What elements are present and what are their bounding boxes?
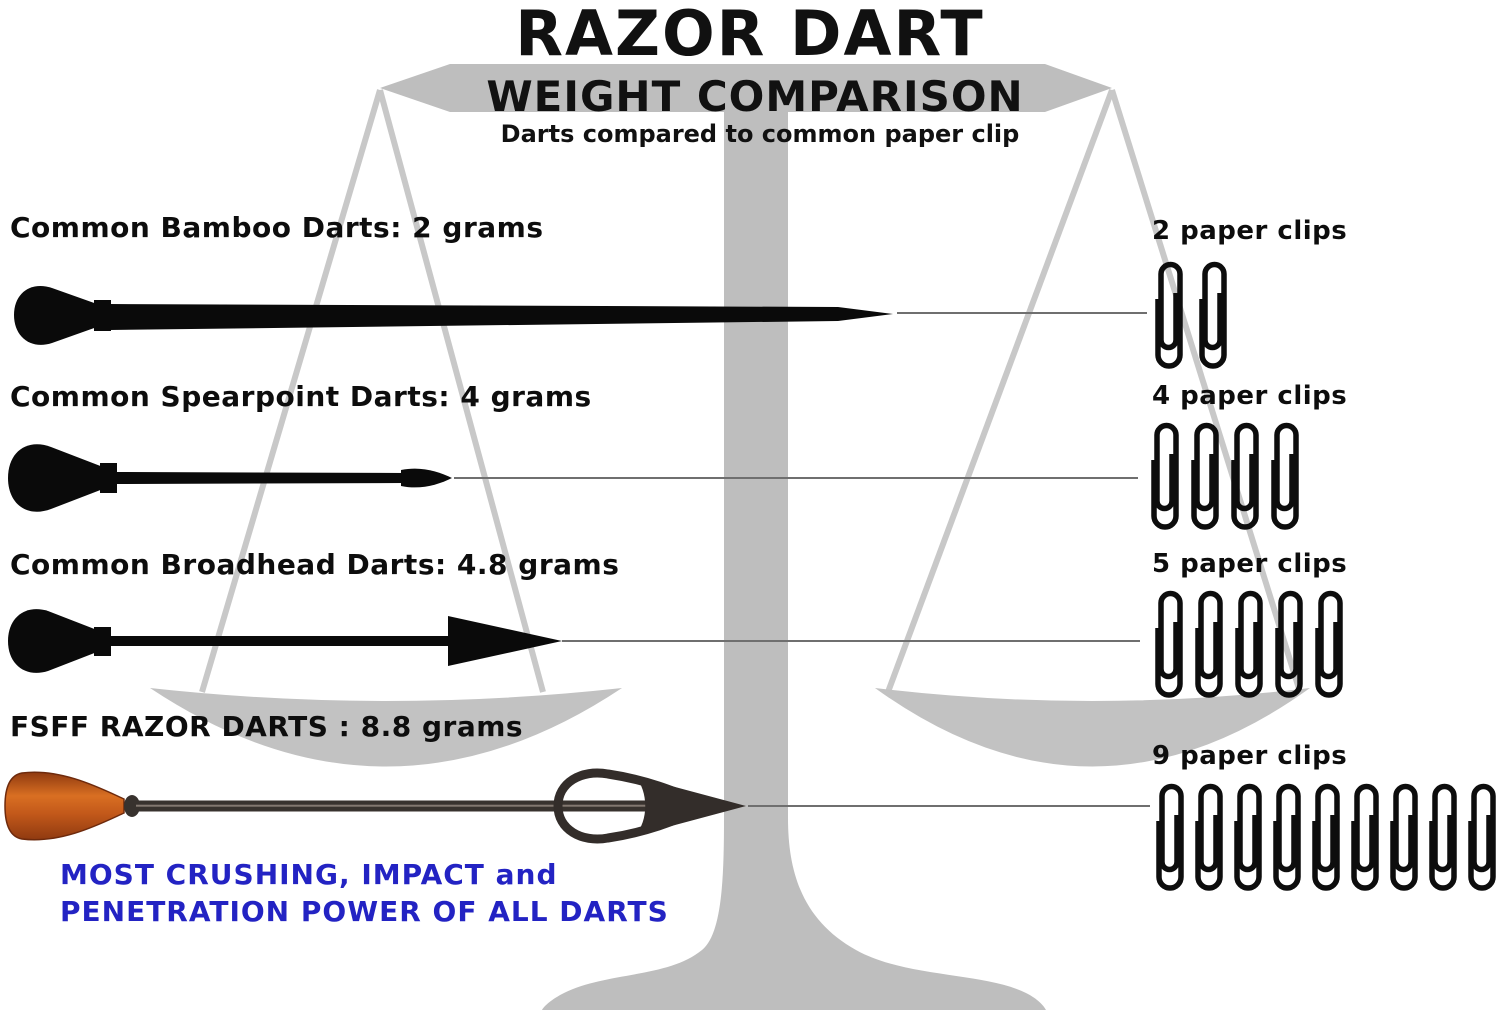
page-subtitle: WEIGHT COMPARISON	[486, 72, 1024, 121]
scale-strings	[199, 88, 1303, 694]
clips-label-3: 5 paper clips	[1152, 549, 1348, 579]
paperclip-icon	[1315, 590, 1343, 698]
right-string-outer	[1109, 89, 1303, 693]
spearpoint-dart-shaft	[115, 472, 405, 484]
footnote-line-2: PENETRATION POWER OF ALL DARTS	[60, 895, 669, 928]
clips-label-1: 2 paper clips	[1152, 216, 1348, 246]
spearpoint-dart-point	[401, 468, 452, 488]
paperclip-icon	[1271, 422, 1299, 530]
bamboo-dart-flight	[14, 286, 97, 345]
spearpoint-dart-icon	[8, 444, 452, 512]
spearpoint-dart-ferrule	[100, 463, 117, 493]
razor-dart-icon	[4, 768, 746, 844]
paperclip-icon	[1199, 261, 1227, 369]
left-string-outer	[199, 89, 383, 693]
paperclip-icon	[1312, 783, 1340, 891]
dart-label-broadhead: Common Broadhead Darts: 4.8 grams	[10, 548, 620, 581]
left-string-inner	[377, 89, 546, 693]
right-string-inner	[885, 88, 1115, 694]
paperclip-icon	[1191, 422, 1219, 530]
paperclip-icon	[1351, 783, 1379, 891]
razor-dart-flight	[4, 771, 125, 841]
paperclip-group-4	[1151, 771, 1500, 901]
paperclip-icon	[1195, 783, 1223, 891]
paperclip-icon	[1468, 783, 1496, 891]
broadhead-dart-head	[448, 616, 562, 666]
bamboo-dart-ferrule	[94, 300, 111, 331]
paperclip-icon	[1156, 783, 1184, 891]
scale-beam	[380, 64, 1112, 112]
paperclip-icon	[1155, 590, 1183, 698]
left-pan	[150, 688, 622, 767]
paperclip-icon	[1275, 590, 1303, 698]
razor-dart-shaft-highlight	[136, 804, 660, 807]
broadhead-dart-flight	[8, 609, 97, 673]
paperclip-icon	[1390, 783, 1418, 891]
paperclip-icon	[1231, 422, 1259, 530]
footnote-line-1: MOST CRUSHING, IMPACT and	[60, 858, 558, 891]
paperclip-icon	[1429, 783, 1457, 891]
paperclip-group-3	[1150, 580, 1348, 706]
dart-label-bamboo: Common Bamboo Darts: 2 grams	[10, 211, 544, 244]
paperclip-group-2	[1146, 412, 1304, 538]
bamboo-dart-icon	[14, 286, 893, 345]
bamboo-dart-shaft	[109, 304, 893, 330]
paperclip-icon	[1273, 783, 1301, 891]
broadhead-dart-ferrule	[94, 627, 111, 656]
paperclip-icon	[1155, 261, 1183, 369]
dart-label-razor: FSFF RAZOR DARTS : 8.8 grams	[10, 710, 524, 743]
footnote-text: MOST CRUSHING, IMPACT and PENETRATION PO…	[60, 856, 669, 930]
paperclip-icon	[1195, 590, 1223, 698]
paperclip-icon	[1151, 422, 1179, 530]
spearpoint-dart-flight	[8, 444, 103, 512]
right-pan	[875, 688, 1310, 767]
paperclip-icon	[1235, 590, 1263, 698]
paperclip-icon	[1234, 783, 1262, 891]
page-tagline: Darts compared to common paper clip	[500, 120, 1020, 148]
clips-label-2: 4 paper clips	[1152, 381, 1348, 411]
connector-lines	[454, 312, 1150, 807]
broadhead-dart-shaft	[108, 636, 452, 646]
page-title: RAZOR DART	[515, 0, 985, 70]
clips-label-4: 9 paper clips	[1152, 741, 1348, 771]
paperclip-group-1	[1150, 251, 1232, 377]
dart-label-spearpoint: Common Spearpoint Darts: 4 grams	[10, 380, 592, 413]
broadhead-dart-icon	[8, 609, 562, 673]
razor-dart-blade	[634, 776, 746, 836]
